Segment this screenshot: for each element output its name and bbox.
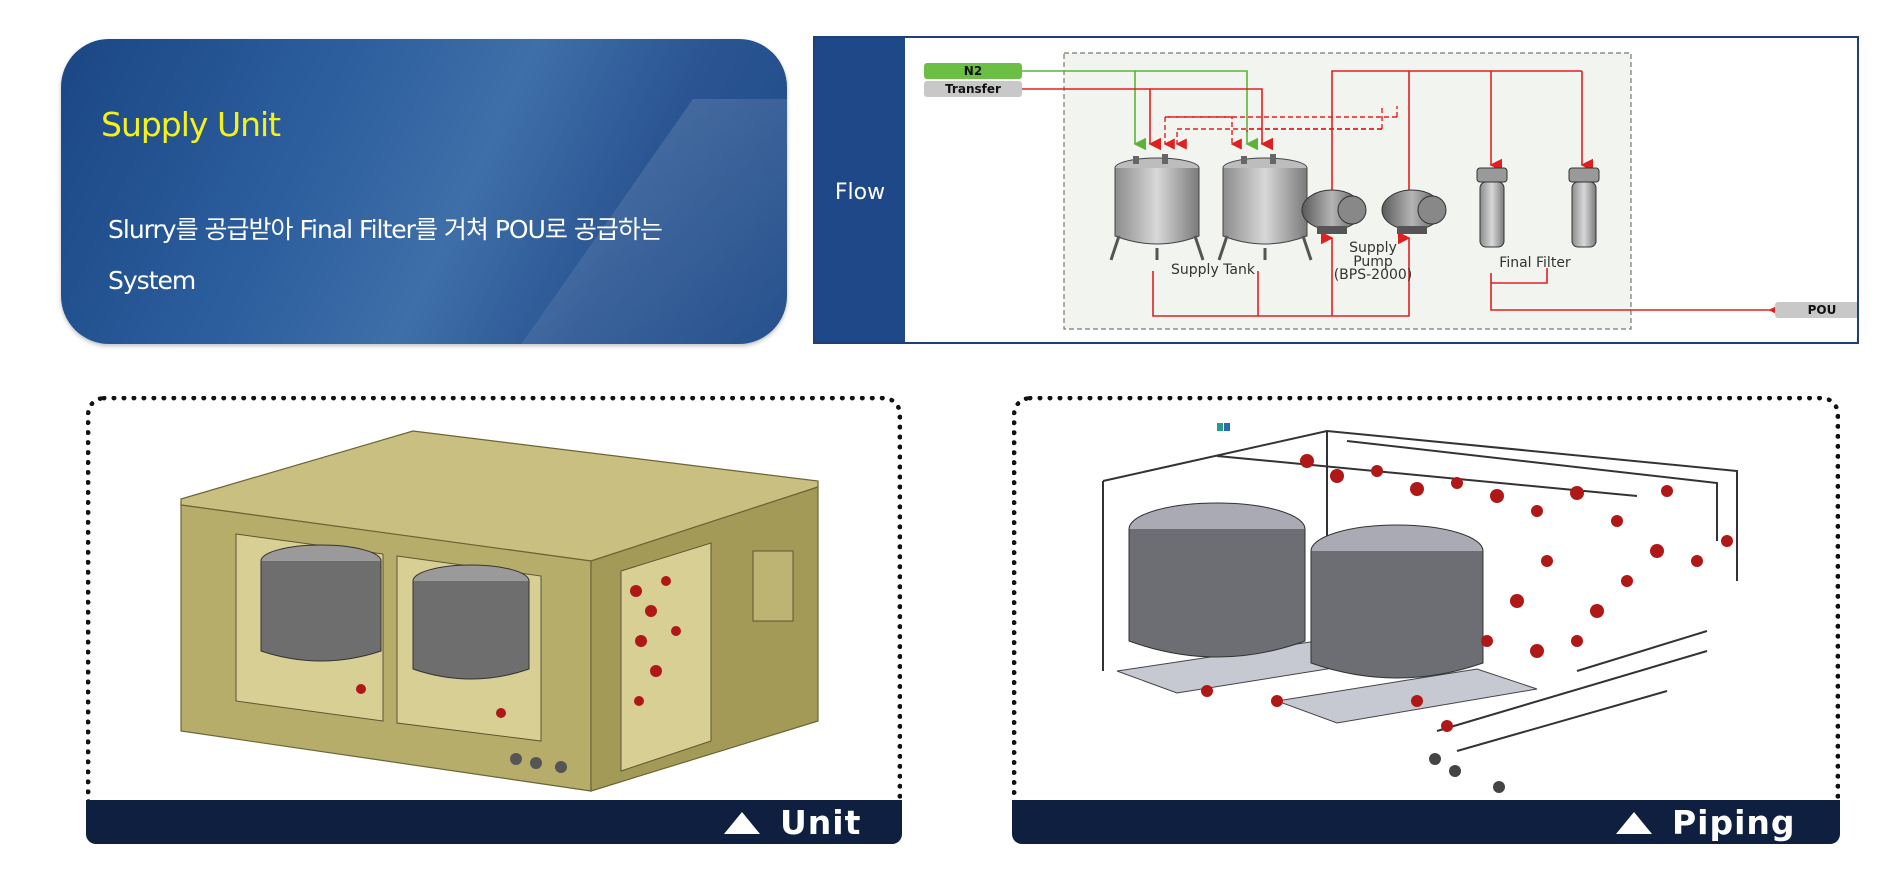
piping-caption-bar: Piping <box>1012 800 1840 844</box>
unit-caption-bar: Unit <box>86 800 902 844</box>
triangle-up-icon <box>724 812 760 834</box>
n2-label: N2 <box>964 64 982 78</box>
supply-unit-description: Slurry를 공급받아 Final Filter를 거쳐 POU로 공급하는 … <box>108 204 708 306</box>
pou-label: POU <box>1808 303 1837 317</box>
supply-pump-model: (BPS-2000) <box>1334 267 1413 283</box>
supply-pump-label-1: Supply <box>1349 240 1397 256</box>
unit-tank-1 <box>260 544 382 662</box>
electrical-box <box>752 550 794 622</box>
final-filter-label: Final Filter <box>1499 255 1571 271</box>
piping-image-frame <box>1012 396 1840 816</box>
transfer-tag: Transfer <box>924 81 1022 97</box>
outlet-fittings <box>510 753 567 773</box>
piping-caption: Piping <box>1672 803 1796 842</box>
supply-tank-label: Supply Tank <box>1171 262 1256 278</box>
transfer-label: Transfer <box>945 82 1001 96</box>
flow-diagram-panel: Flow <box>813 36 1859 344</box>
supply-lines <box>1152 70 1782 317</box>
n2-lines <box>1022 70 1259 151</box>
piping-outlet-fittings <box>1429 753 1505 793</box>
final-filter-2 <box>1568 167 1600 248</box>
piping-tank-1 <box>1128 502 1306 658</box>
pou-tag: POU <box>1775 302 1857 318</box>
return-lines <box>1163 106 1398 150</box>
supply-pump-1 <box>1301 189 1367 234</box>
n2-tag: N2 <box>924 63 1022 79</box>
unit-cabinet-image <box>180 430 819 792</box>
supply-tank-1 <box>1109 154 1205 261</box>
unit-caption: Unit <box>780 803 862 842</box>
piping-frame-lines <box>1102 429 1738 752</box>
unit-tank-2 <box>412 564 530 680</box>
unit-valves <box>356 576 681 718</box>
transfer-lines <box>1022 88 1274 151</box>
supply-unit-card: Supply Unit Slurry를 공급받아 Final Filter를 거… <box>61 39 787 344</box>
flow-diagram: N2 Transfer <box>924 52 1857 330</box>
flow-label-column: Flow <box>815 38 905 342</box>
flow-label: Flow <box>834 180 886 205</box>
supply-unit-title: Supply Unit <box>101 105 281 144</box>
triangle-up-icon <box>1616 812 1652 834</box>
piping-system-image <box>1102 423 1738 793</box>
supply-pump-2 <box>1381 189 1447 234</box>
supply-pump-label-2: Pump <box>1353 254 1393 270</box>
piping-tank-2 <box>1310 524 1484 679</box>
description-line-2: System <box>108 266 196 295</box>
piping-valves <box>1201 454 1733 732</box>
supply-tank-2 <box>1217 154 1313 261</box>
unit-image-frame <box>86 396 902 816</box>
description-line-1: Slurry를 공급받아 Final Filter를 거쳐 POU로 공급하는 <box>108 215 663 244</box>
final-filter-1 <box>1476 167 1508 248</box>
